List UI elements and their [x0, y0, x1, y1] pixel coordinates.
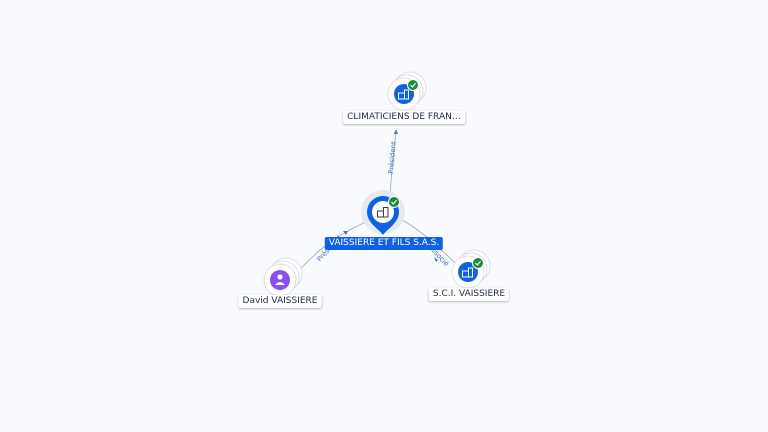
edge-label-center-top: Président — [387, 141, 398, 174]
node-center[interactable] — [361, 190, 405, 235]
verified-check-icon — [472, 257, 484, 269]
building-icon — [398, 89, 409, 100]
node-left-label[interactable]: David VAISSIERE — [238, 295, 322, 308]
edge-left-center-arrow — [343, 231, 348, 235]
edge-center-top[interactable] — [389, 130, 397, 197]
edge-center-top-arrow — [394, 129, 398, 134]
node-left[interactable] — [263, 257, 303, 297]
node-right[interactable] — [451, 249, 491, 289]
node-right-label[interactable]: S.C.I. VAISSIERE — [428, 288, 510, 301]
edge-center-right-arrow — [434, 257, 438, 262]
building-icon — [377, 207, 389, 218]
building-icon — [462, 267, 473, 278]
node-center-label[interactable]: VAISSIERE ET FILS S.A.S. — [324, 237, 444, 250]
verified-check-icon — [407, 79, 419, 91]
verified-check-icon — [388, 196, 400, 208]
node-top[interactable] — [387, 71, 427, 111]
node-top-label[interactable]: CLIMATICIENS DE FRAN… — [343, 111, 465, 124]
person-icon — [275, 274, 285, 285]
